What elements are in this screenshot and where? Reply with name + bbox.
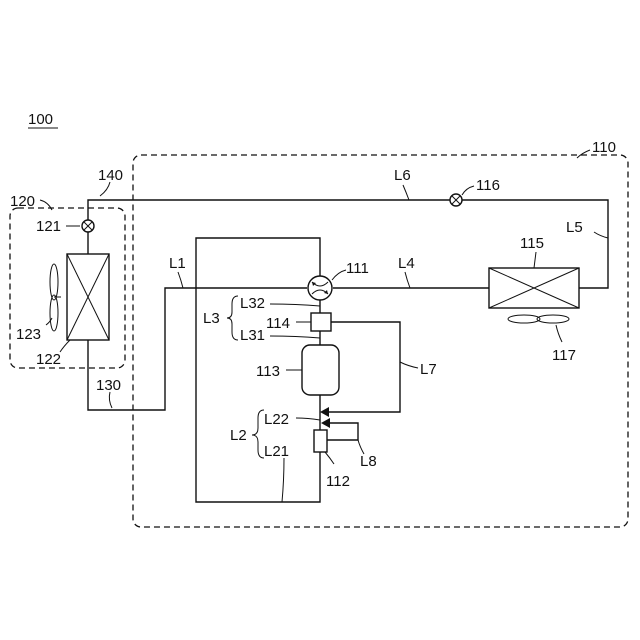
- label-L2: L2: [230, 427, 247, 444]
- brace-l2: [252, 410, 264, 458]
- label-four-way-valve-111: 111: [346, 260, 369, 277]
- label-L21: L21: [264, 443, 289, 460]
- leader-L32: [270, 304, 320, 306]
- leader-L5: [594, 232, 608, 238]
- label-L8: L8: [360, 453, 377, 470]
- label-L3: L3: [203, 310, 220, 327]
- leader-122: [60, 340, 70, 352]
- label-compressor-part-112: 112: [326, 473, 350, 490]
- label-indoor-fan-123: 123: [16, 326, 41, 343]
- label-outdoor-fan-117: 117: [552, 347, 576, 364]
- four-way-valve-111: [308, 276, 332, 300]
- label-system-100: 100: [28, 111, 53, 128]
- outdoor-fan-117: [508, 315, 569, 323]
- l7-arrow-head: [320, 407, 329, 417]
- leader-111: [332, 270, 346, 280]
- leader-L4: [405, 272, 410, 288]
- label-outdoor-hx-115: 115: [520, 235, 544, 252]
- indoor-heat-exchanger-122: [67, 254, 109, 340]
- label-L4: L4: [398, 255, 415, 272]
- outdoor-heat-exchanger-115: [489, 268, 579, 308]
- leader-110: [577, 150, 590, 158]
- leader-L21: [282, 458, 284, 502]
- leader-140: [100, 182, 110, 196]
- accumulator-113: [302, 345, 339, 395]
- outdoor-valve-116: [450, 194, 462, 206]
- label-L7: L7: [420, 361, 437, 378]
- l8-arrow-head: [321, 418, 330, 428]
- label-L1: L1: [169, 255, 186, 272]
- label-L31: L31: [240, 327, 265, 344]
- leader-L1: [178, 272, 183, 288]
- label-L22: L22: [264, 411, 289, 428]
- label-outdoor-unit-110: 110: [592, 139, 616, 156]
- leader-L22: [296, 418, 320, 420]
- label-pipe-130: 130: [96, 377, 121, 394]
- leader-116: [462, 186, 474, 195]
- label-accumulator-113: 113: [256, 363, 280, 380]
- label-separator-114: 114: [266, 315, 290, 332]
- leader-117: [556, 325, 562, 342]
- leader-L8: [358, 440, 364, 454]
- outdoor-unit-boundary: [133, 155, 628, 527]
- label-L6: L6: [394, 167, 411, 184]
- label-L32: L32: [240, 295, 265, 312]
- leader-L31: [270, 336, 320, 338]
- label-indoor-hx-122: 122: [36, 351, 61, 368]
- label-L5: L5: [566, 219, 583, 236]
- compressor-part-112: [314, 430, 327, 452]
- label-indoor-valve-121: 121: [36, 218, 61, 235]
- pipe-l8: [327, 423, 358, 440]
- leader-L7: [400, 362, 418, 368]
- label-indoor-unit-120: 120: [10, 193, 35, 210]
- indoor-fan-123: [50, 264, 61, 331]
- leader-L6: [403, 185, 409, 200]
- brace-l3: [227, 296, 238, 340]
- label-pipe-140: 140: [98, 167, 123, 184]
- leader-130: [109, 392, 112, 408]
- indoor-valve-121: [82, 220, 94, 232]
- separator-114: [311, 313, 331, 331]
- label-outdoor-valve-116: 116: [476, 177, 500, 194]
- leader-115: [534, 252, 536, 268]
- leader-112: [325, 452, 334, 464]
